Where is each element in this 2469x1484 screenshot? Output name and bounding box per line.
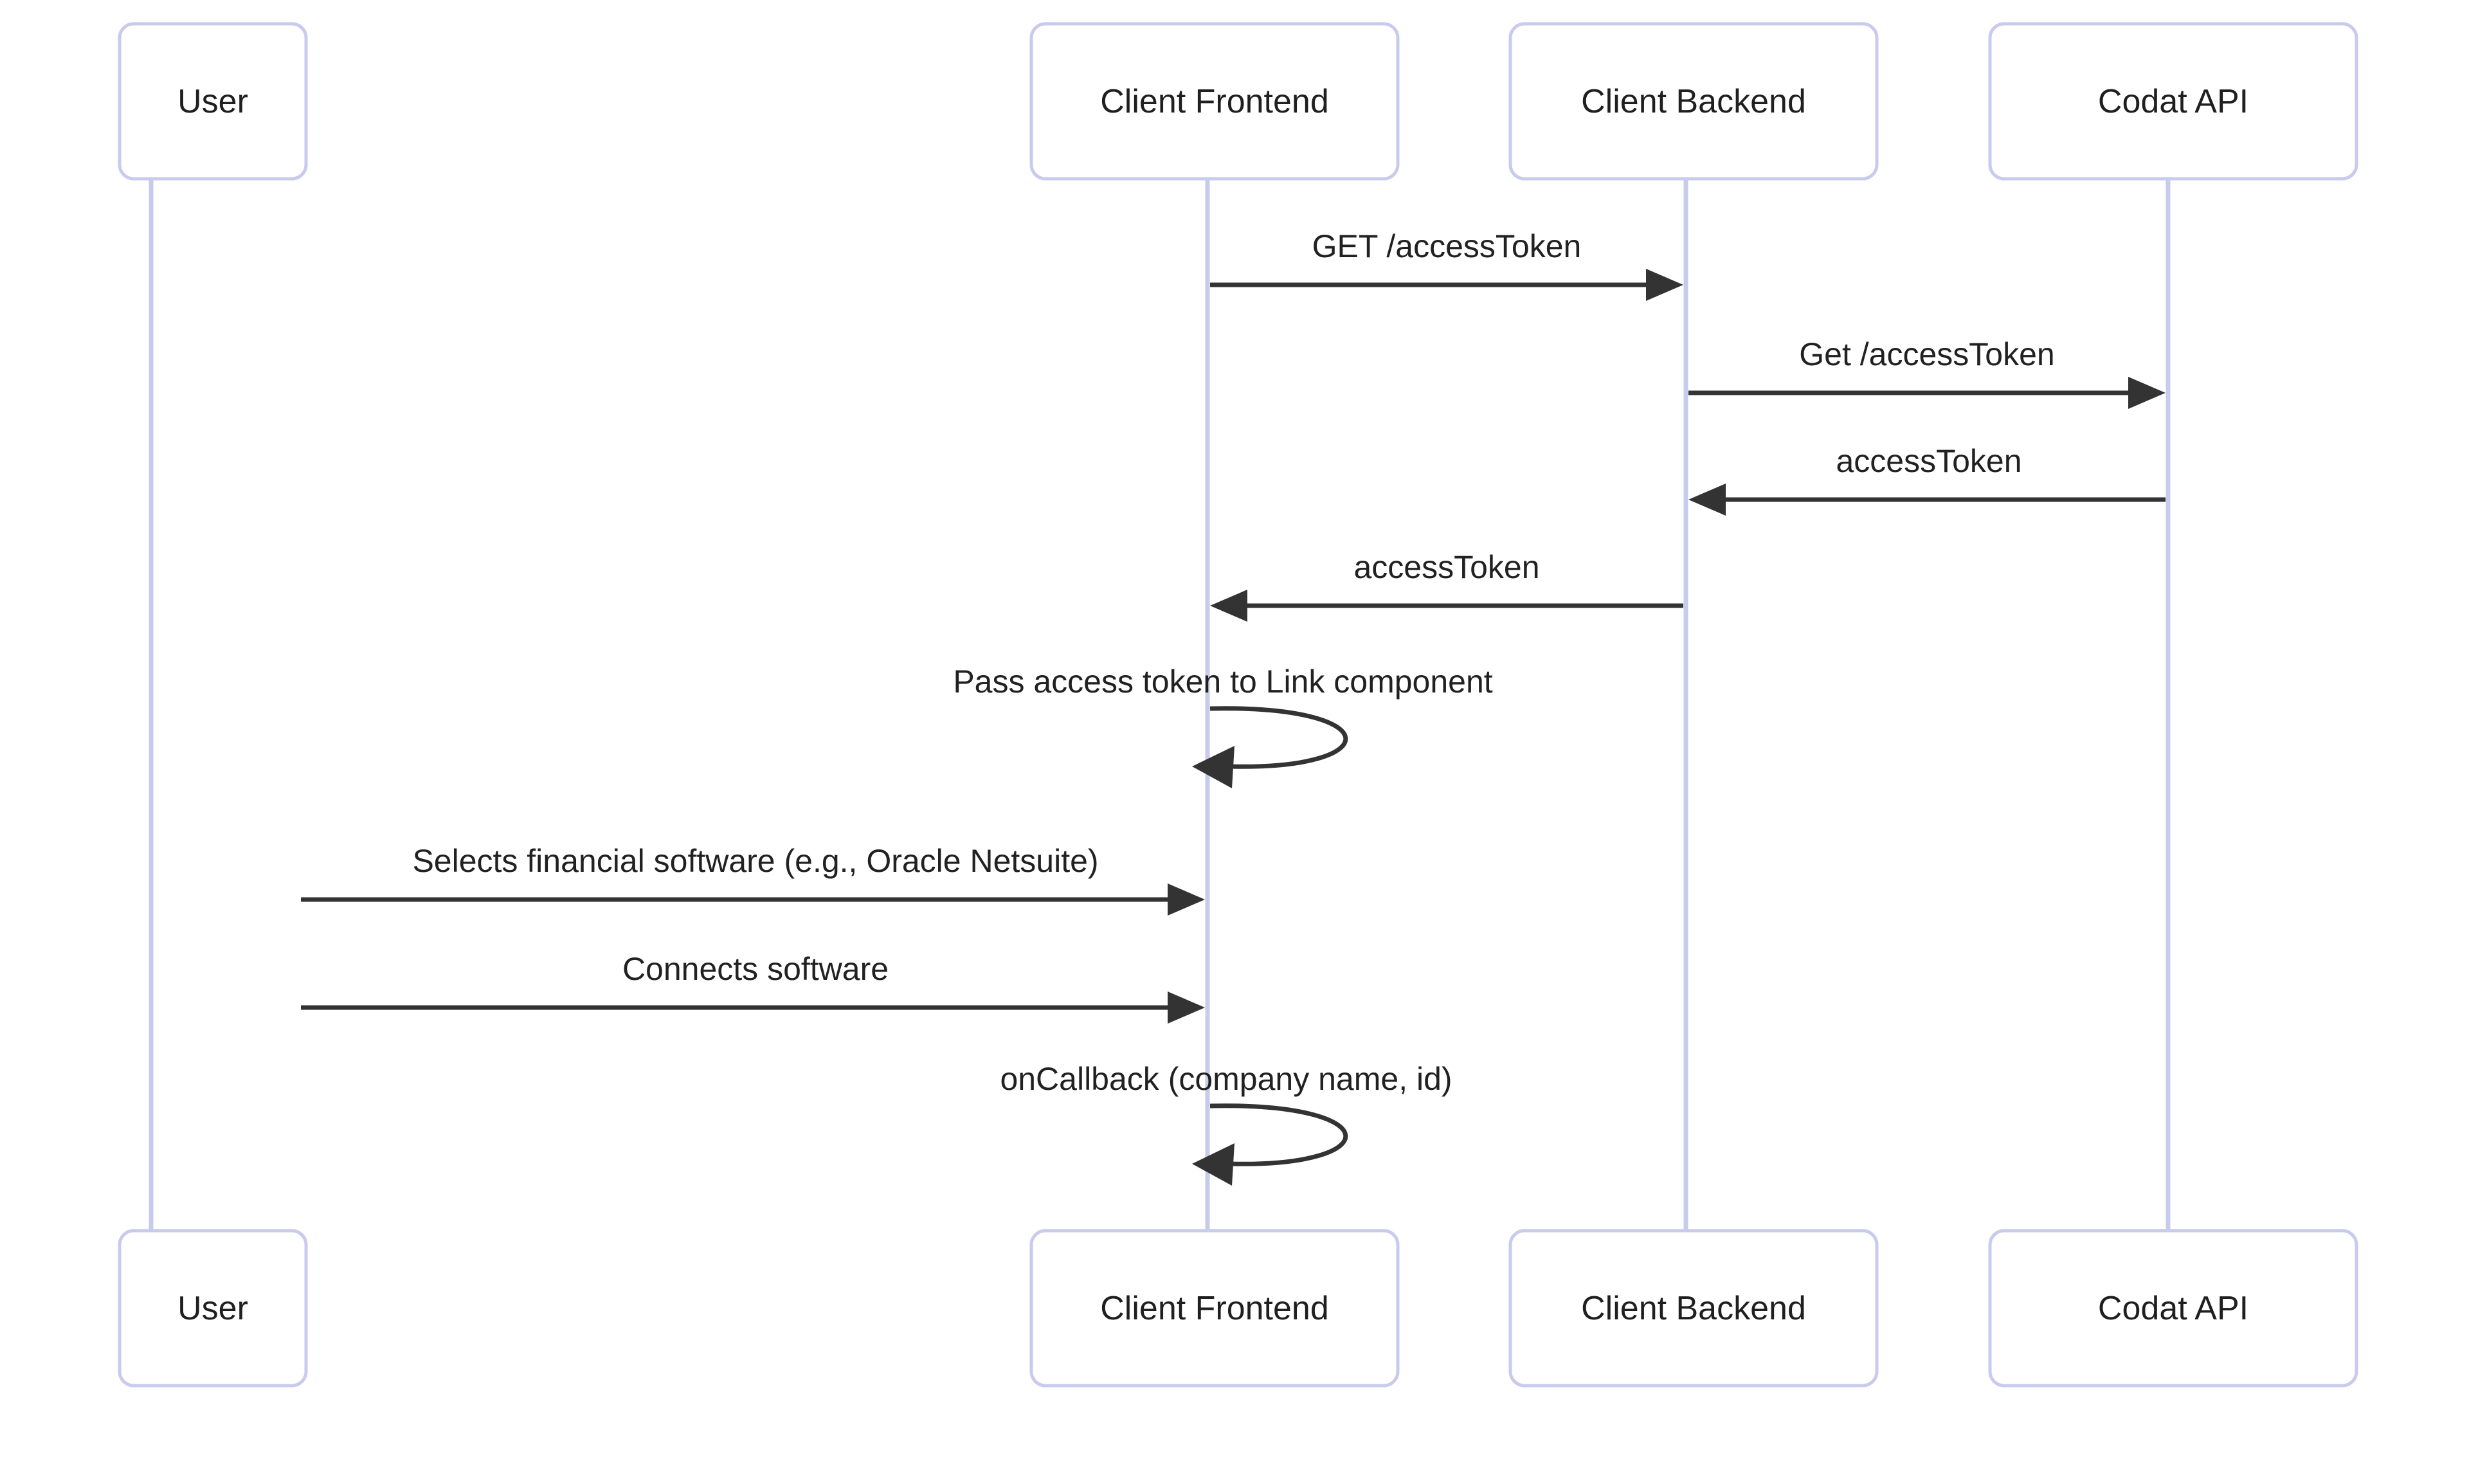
message-label: accessToken: [1836, 443, 2021, 479]
top-participant-codat-api[interactable]: Codat API: [1988, 22, 2358, 181]
bottom-participant-box: [118, 1229, 308, 1388]
bottom-participant-box: [1508, 1229, 1879, 1388]
bottom-participant-label: Client Backend: [1581, 1290, 1806, 1327]
lifelines-layer: [149, 179, 2171, 1231]
bottom-participant-user[interactable]: User: [118, 1229, 308, 1388]
arrow-head: [1210, 590, 1247, 622]
top-participant-user[interactable]: User: [118, 22, 308, 181]
message-2-get-accesstoken[interactable]: Get /accessToken: [1688, 336, 2166, 409]
arrow-head: [1688, 484, 1726, 516]
top-participant-box: [1029, 22, 1400, 181]
arrow-head: [1192, 746, 1234, 788]
top-participant-label: Codat API: [2098, 83, 2248, 120]
bottom-participant-label: Codat API: [2098, 1290, 2248, 1327]
message-label: Pass access token to Link component: [953, 664, 1492, 700]
arrow-head: [1168, 883, 1205, 916]
bottom-participant-label: User: [177, 1290, 248, 1327]
top-participant-client-frontend[interactable]: Client Frontend: [1029, 22, 1400, 181]
message-6-selects-financial-software-e-g-oracle-netsuite[interactable]: Selects financial software (e.g., Oracle…: [301, 843, 1205, 916]
arrow-head: [2128, 377, 2166, 409]
bottom-participant-label: Client Frontend: [1100, 1290, 1329, 1327]
top-participant-client-backend[interactable]: Client Backend: [1508, 22, 1879, 181]
message-1-get-accesstoken[interactable]: GET /accessToken: [1210, 228, 1683, 301]
message-label: onCallback (company name, id): [1000, 1061, 1452, 1097]
self-loop-path: [1209, 1103, 1348, 1166]
top-participant-box: [118, 22, 308, 181]
self-loop-path: [1209, 706, 1348, 769]
top-participant-label: Client Frontend: [1100, 83, 1329, 120]
bottom-participant-client-backend[interactable]: Client Backend: [1508, 1229, 1879, 1388]
message-5-pass-access-token-to-link-component[interactable]: Pass access token to Link component: [953, 664, 1493, 788]
bottom-participant-box: [1988, 1229, 2358, 1388]
top-participant-label: User: [177, 83, 248, 120]
bottom-participant-codat-api[interactable]: Codat API: [1988, 1229, 2358, 1388]
message-label: Connects software: [622, 951, 889, 987]
arrow-head: [1168, 991, 1205, 1024]
message-4-accesstoken[interactable]: accessToken: [1210, 549, 1683, 622]
message-label: accessToken: [1353, 549, 1539, 585]
message-8-oncallback-company-name-id[interactable]: onCallback (company name, id): [1000, 1061, 1452, 1186]
message-label: Selects financial software (e.g., Oracle…: [412, 843, 1098, 879]
arrow-head: [1646, 269, 1683, 301]
top-participant-box: [1988, 22, 2358, 181]
arrow-head: [1192, 1143, 1234, 1186]
message-label: Get /accessToken: [1799, 336, 2054, 372]
bottom-participant-boxes-layer: User Client Frontend Client Backend Codat A…: [118, 1229, 2358, 1388]
top-participant-box: [1508, 22, 1879, 181]
message-3-accesstoken[interactable]: accessToken: [1688, 443, 2166, 516]
bottom-participant-box: [1029, 1229, 1400, 1388]
top-participant-label: Client Backend: [1581, 83, 1806, 120]
bottom-participant-client-frontend[interactable]: Client Frontend: [1029, 1229, 1400, 1388]
top-participant-boxes-layer: User Client Frontend Client Backend Codat A…: [118, 22, 2358, 181]
message-label: GET /accessToken: [1312, 228, 1582, 264]
message-7-connects-software[interactable]: Connects software: [301, 951, 1205, 1024]
